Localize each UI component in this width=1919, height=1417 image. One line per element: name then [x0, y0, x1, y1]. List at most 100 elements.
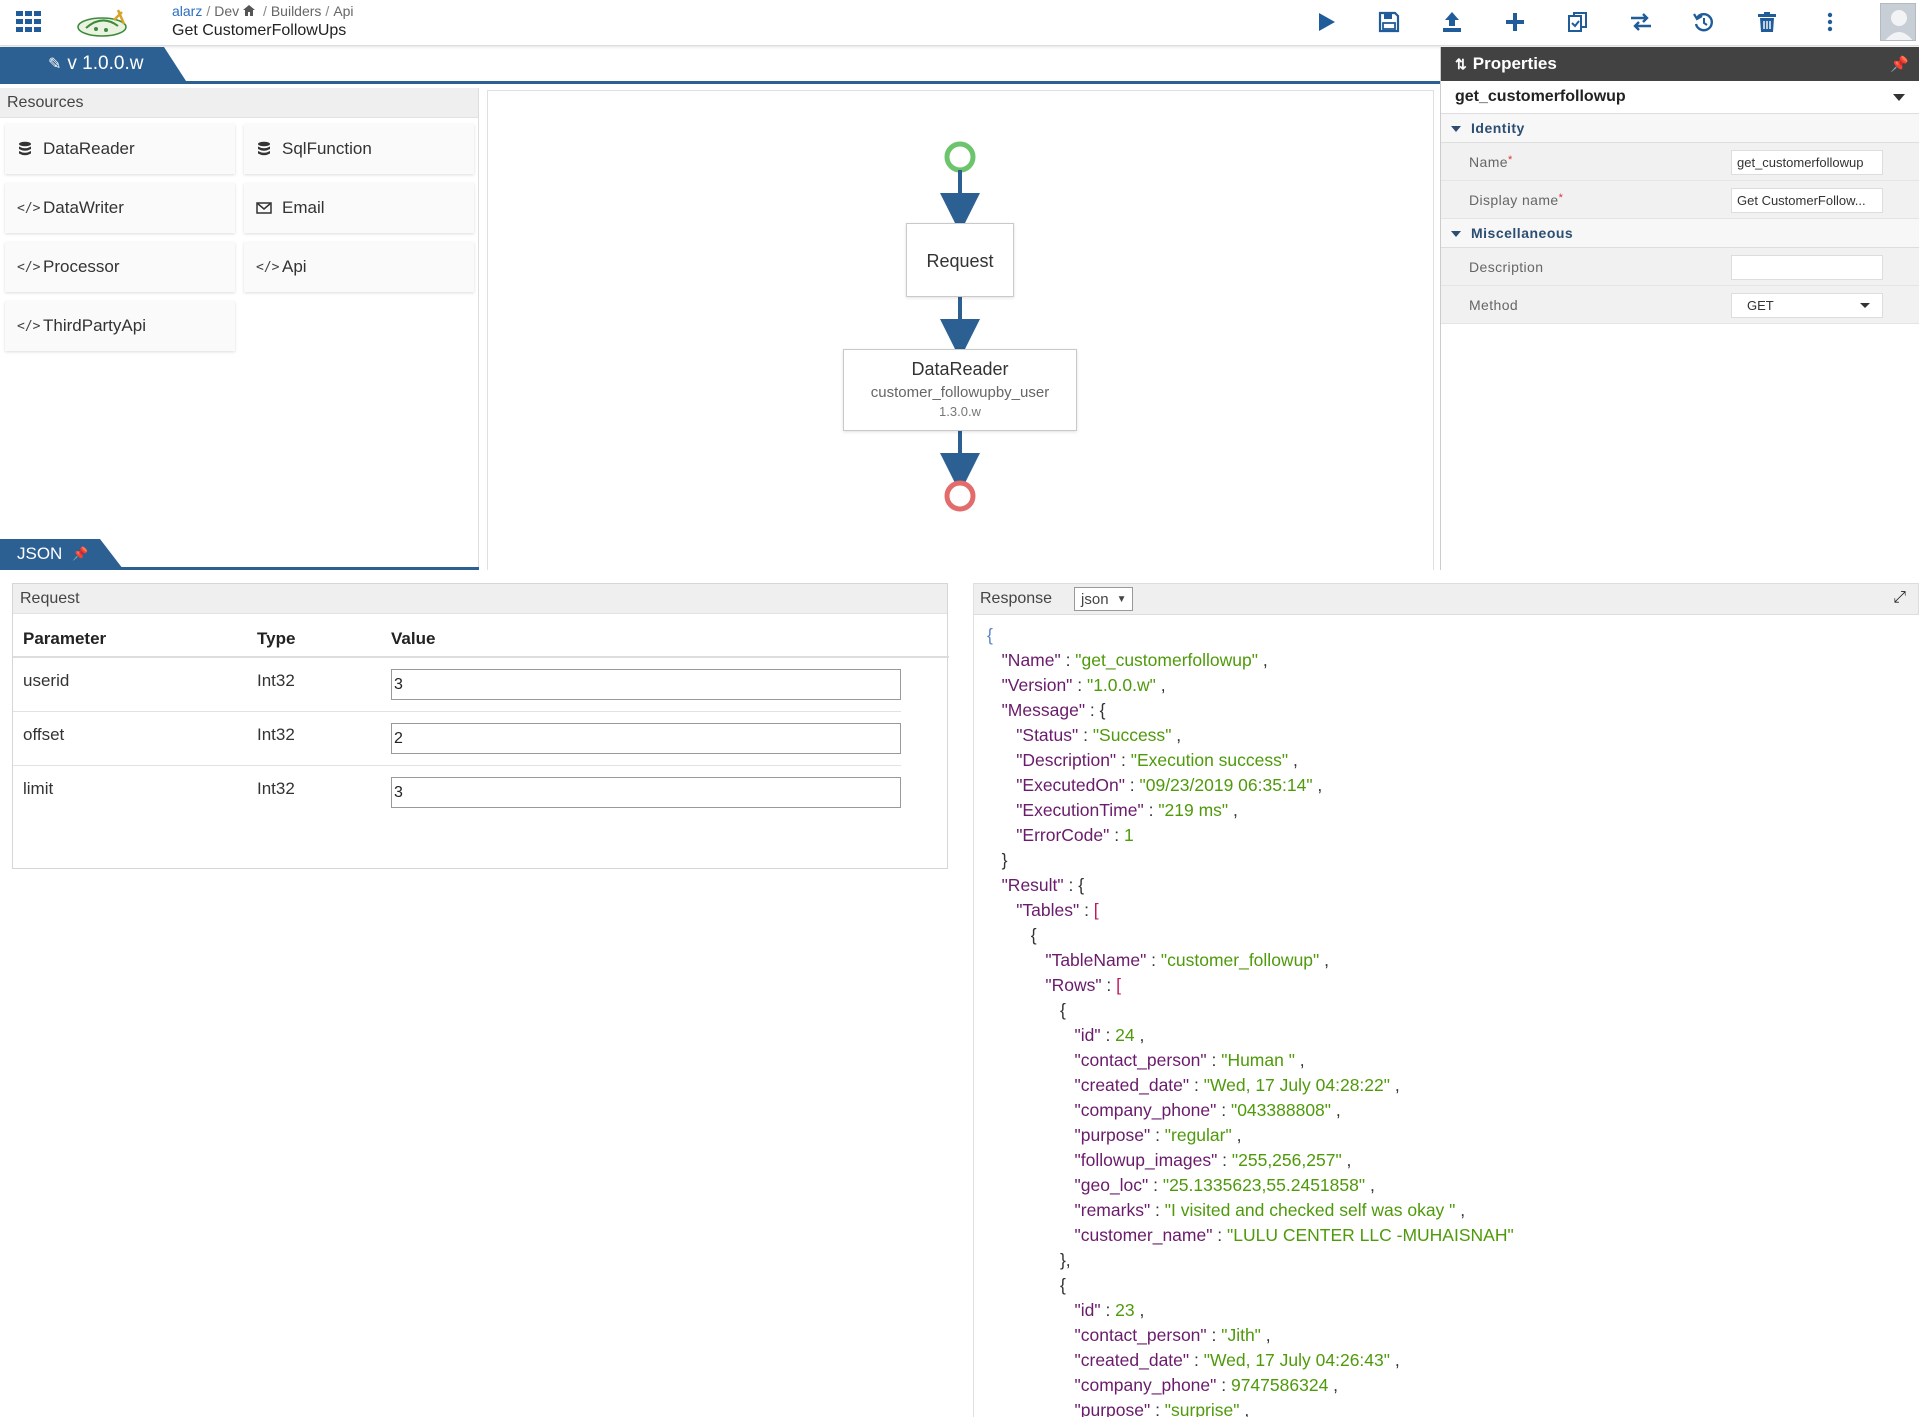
version-tab[interactable]: ✎ v 1.0.0.w — [0, 47, 186, 81]
column-header: Value — [391, 629, 436, 648]
end-node[interactable] — [944, 480, 976, 512]
copy-button[interactable] — [1546, 6, 1609, 38]
resource-email[interactable]: Email — [244, 183, 474, 233]
toolbar — [1294, 6, 1861, 38]
breadcrumb: alarz/Dev /Builders/Api — [172, 3, 354, 19]
run-icon — [1318, 13, 1335, 31]
format-value: json — [1081, 590, 1109, 608]
save-button[interactable] — [1357, 6, 1420, 38]
publish-button[interactable] — [1420, 6, 1483, 38]
group-identity[interactable]: Identity — [1441, 114, 1919, 143]
property-row-display-name: Display name* Get CustomerFollow... — [1441, 181, 1919, 219]
resource-api[interactable]: </> Api — [244, 242, 474, 292]
flow-connectors — [940, 141, 980, 512]
response-json-viewer[interactable]: { "Name" : "get_customerfollowup" , "Ver… — [987, 625, 1514, 1417]
run-button[interactable] — [1294, 6, 1357, 38]
resources-panel: Resources DataReader SqlFunction </> Dat… — [0, 88, 479, 570]
resource-label: Processor — [43, 257, 120, 276]
swap-button[interactable] — [1609, 6, 1672, 38]
breadcrumb-builders[interactable]: Builders — [270, 3, 322, 19]
offset-input[interactable]: 2 — [391, 723, 901, 754]
node-version: 1.3.0.w — [939, 404, 981, 419]
add-icon — [1505, 13, 1524, 31]
object-selector[interactable]: get_customerfollowup — [1441, 81, 1919, 114]
chevron-down-icon — [1893, 94, 1905, 101]
table-row: limit Int32 3 — [13, 766, 901, 820]
pin-icon[interactable]: 📌 — [1890, 56, 1909, 73]
history-button[interactable] — [1672, 6, 1735, 38]
json-tab[interactable]: JSON 📌 — [0, 539, 123, 569]
display-name-field[interactable]: Get CustomerFollow... — [1731, 188, 1883, 213]
properties-panel: ⇅ Properties 📌 get_customerfollowup Iden… — [1440, 47, 1919, 570]
resource-label: DataWriter — [43, 198, 124, 217]
datareader-node[interactable]: DataReader customer_followupby_user 1.3.… — [843, 349, 1077, 431]
node-name: customer_followupby_user — [870, 384, 1050, 401]
property-row-name: Name* get_customerfollowup — [1441, 143, 1919, 181]
selected-object: get_customerfollowup — [1455, 88, 1626, 105]
pin-icon[interactable]: 📌 — [72, 546, 89, 561]
flow-canvas[interactable]: Request DataReader customer_followupby_u… — [487, 90, 1434, 570]
start-node[interactable] — [944, 141, 976, 173]
json-tab-label: JSON — [17, 544, 63, 563]
resource-datareader[interactable]: DataReader — [5, 124, 235, 174]
resource-processor[interactable]: </> Processor — [5, 242, 235, 292]
chevron-down-icon: ▼ — [1116, 593, 1127, 605]
apps-grid-icon[interactable] — [16, 11, 42, 33]
more-icon — [1827, 12, 1832, 32]
expand-icon[interactable]: ⤢ — [1893, 589, 1906, 606]
parameter-name: offset — [23, 725, 65, 744]
delete-icon — [1757, 12, 1776, 32]
version-label: v 1.0.0.w — [67, 53, 144, 74]
resources-title: Resources — [0, 88, 478, 118]
request-title: Request — [13, 584, 947, 614]
top-bar: alarz/Dev /Builders/Api Get CustomerFoll… — [0, 0, 1919, 46]
method-value: GET — [1747, 298, 1774, 313]
resource-thirdpartyapi[interactable]: </> ThirdPartyApi — [5, 301, 235, 351]
resource-sqlfunction[interactable]: SqlFunction — [244, 124, 474, 174]
request-node[interactable]: Request — [906, 223, 1014, 297]
swap-icon — [1630, 13, 1651, 31]
userid-input[interactable]: 3 — [391, 669, 901, 700]
property-label: Name — [1469, 154, 1508, 170]
required-marker: * — [1558, 192, 1564, 204]
save-icon — [1378, 11, 1399, 33]
response-header: Response json ▼ ⤢ — [974, 583, 1919, 615]
response-title: Response — [980, 590, 1053, 607]
breadcrumb-root[interactable]: alarz — [172, 3, 203, 19]
page-title: Get CustomerFollowUps — [172, 22, 347, 39]
resource-datawriter[interactable]: </> DataWriter — [5, 183, 235, 233]
resource-label: Api — [282, 257, 307, 276]
property-label: Description — [1469, 259, 1544, 275]
group-miscellaneous[interactable]: Miscellaneous — [1441, 219, 1919, 248]
sort-icon[interactable]: ⇅ — [1455, 55, 1467, 72]
breadcrumb-dev[interactable]: Dev — [214, 3, 240, 19]
database-icon — [256, 141, 282, 157]
resource-label: SqlFunction — [282, 139, 372, 158]
delete-button[interactable] — [1735, 6, 1798, 38]
method-select[interactable]: GET — [1731, 293, 1883, 318]
pencil-icon: ✎ — [48, 56, 62, 73]
avatar[interactable] — [1880, 3, 1916, 41]
breadcrumb-api[interactable]: Api — [333, 3, 354, 19]
code-icon: </> — [17, 259, 41, 275]
code-icon: </> — [17, 318, 41, 334]
required-marker: * — [1507, 154, 1513, 166]
table-row: userid Int32 3 — [13, 658, 901, 712]
properties-title: Properties — [1472, 54, 1557, 73]
company-logo — [77, 9, 127, 37]
home-icon[interactable] — [243, 3, 259, 19]
limit-input[interactable]: 3 — [391, 777, 901, 808]
format-select[interactable]: json ▼ — [1074, 587, 1134, 611]
name-field[interactable]: get_customerfollowup — [1731, 150, 1883, 175]
code-icon: </> — [256, 259, 280, 275]
add-button[interactable] — [1483, 6, 1546, 38]
resource-label: Email — [282, 198, 325, 217]
more-button[interactable] — [1798, 6, 1861, 38]
property-label: Display name — [1469, 192, 1559, 208]
json-tab-underline — [0, 567, 479, 570]
description-field[interactable] — [1731, 255, 1883, 280]
node-type: DataReader — [911, 359, 1009, 379]
request-table: Parameter Type Value userid Int32 3 offs… — [13, 615, 949, 820]
history-icon — [1692, 13, 1713, 32]
database-icon — [17, 141, 43, 157]
